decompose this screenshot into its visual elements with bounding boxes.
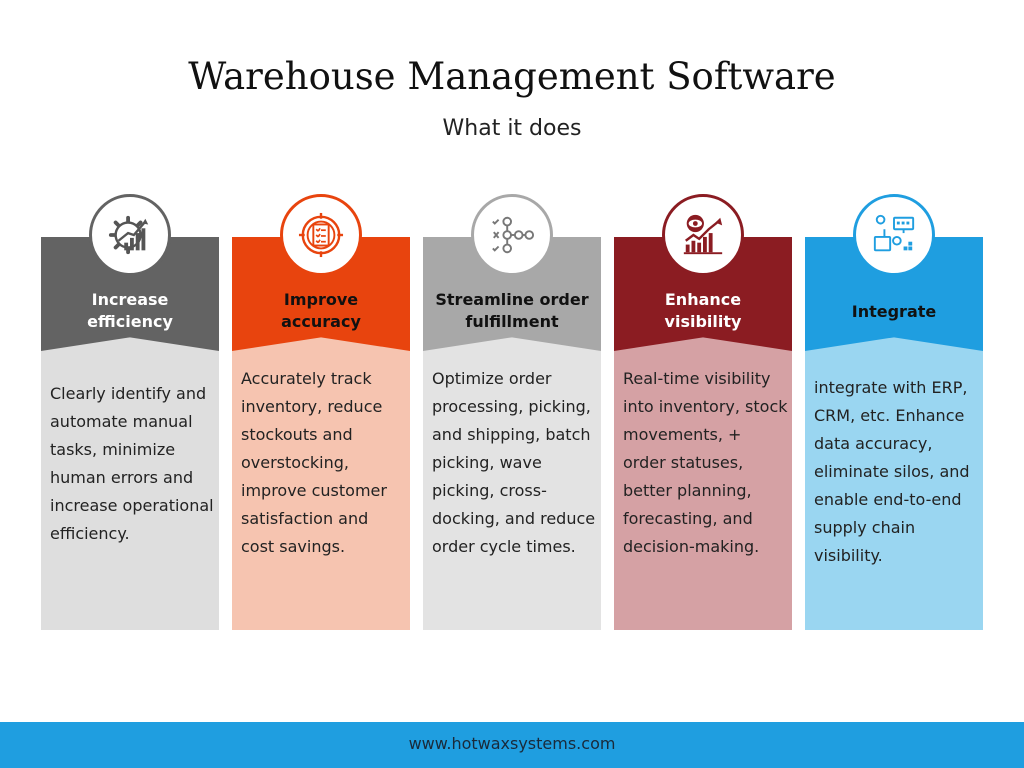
column-body [41, 337, 219, 630]
column-label: Streamline order fulfillment [435, 290, 589, 331]
icon-badge [662, 194, 744, 276]
column-description: Real-time visibility into inventory, sto… [623, 369, 788, 556]
integration-network-icon [873, 214, 915, 252]
icon-badge [280, 194, 362, 276]
column-label: Improve accuracy [281, 290, 361, 331]
column-label: Enhance visibility [664, 290, 742, 331]
gear-chart-icon [108, 215, 149, 255]
eye-growth-chart-icon [683, 214, 723, 255]
icon-badge [853, 194, 935, 276]
column-body [423, 337, 601, 630]
column-description: Clearly identify and automate manual tas… [50, 384, 214, 543]
feature-column-efficiency: Increase efficiency Clearly identify and… [41, 194, 219, 630]
column-label: Increase efficiency [87, 290, 173, 331]
column-body [614, 337, 792, 630]
column-body [805, 337, 983, 630]
target-checklist-icon [298, 212, 344, 258]
column-description: Accurately track inventory, reduce stock… [241, 369, 387, 556]
icon-badge [89, 194, 171, 276]
column-description: integrate with ERP, CRM, etc. Enhance da… [814, 378, 970, 565]
footer-bar: www.hotwaxsystems.com [0, 722, 1024, 768]
column-body [232, 337, 410, 630]
column-label: Integrate [851, 302, 937, 321]
feature-column-fulfillment: Streamline order fulfillment Optimize or… [423, 194, 601, 630]
workflow-gears-icon [492, 216, 535, 254]
column-description: Optimize order processing, picking, and … [432, 369, 596, 556]
footer-url: www.hotwaxsystems.com [408, 734, 616, 753]
feature-column-integrate: Integrate integrate with ERP, CRM, etc. … [805, 194, 983, 630]
feature-column-accuracy: Improve accuracy Accurately track invent… [232, 194, 410, 630]
feature-column-visibility: Enhance visibility Real-time visibility … [614, 194, 792, 630]
page-title: Warehouse Management Software [188, 55, 836, 98]
icon-badge [471, 194, 553, 276]
page-subtitle: What it does [442, 116, 582, 141]
